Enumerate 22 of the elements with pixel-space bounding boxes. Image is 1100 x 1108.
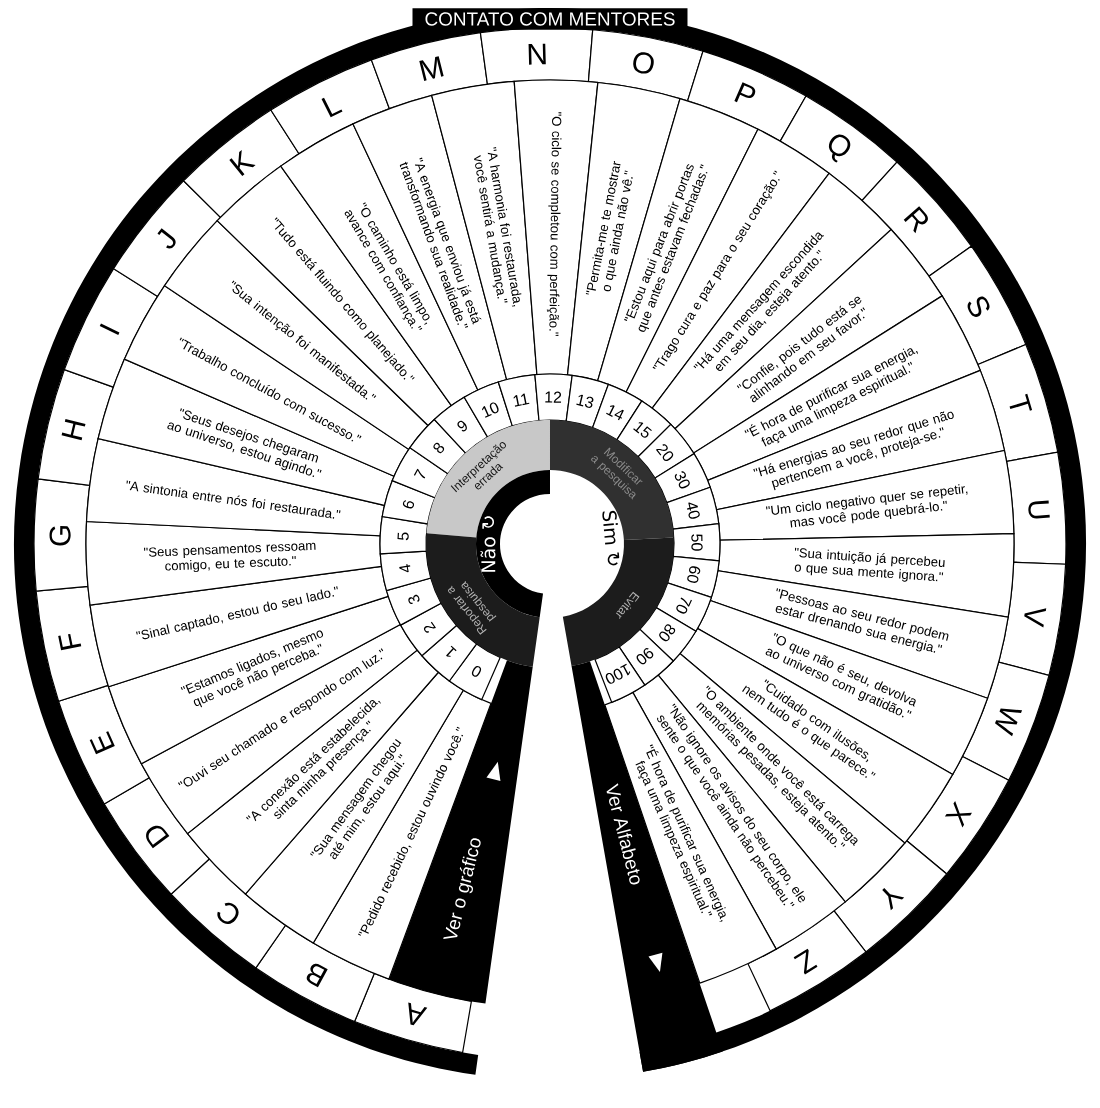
letter-cell: U xyxy=(1006,451,1067,565)
letter-cell: L xyxy=(270,59,390,155)
letter-cell: J xyxy=(113,180,222,297)
letter-cell: T xyxy=(977,343,1059,463)
letter-cell: O xyxy=(587,29,704,102)
letter-cell: V xyxy=(998,561,1067,676)
letter-cell: Q xyxy=(779,95,898,202)
letter-cell: S xyxy=(928,245,1027,366)
letter-cell: K xyxy=(182,109,300,218)
letter-cell: X xyxy=(906,755,1010,875)
letter-cell: C xyxy=(170,858,287,969)
letter-cell: Z xyxy=(747,910,867,1012)
letter-cell: E xyxy=(57,684,150,805)
letter-cell: F xyxy=(35,585,109,702)
letter-cell: H xyxy=(37,369,114,487)
letter-cell: A xyxy=(354,972,472,1054)
letter-cell: R xyxy=(861,161,972,277)
letter-cell: M xyxy=(370,32,489,110)
title-banner: CONTATO COM MENTORES xyxy=(412,8,688,30)
letter-cell: W xyxy=(961,661,1050,781)
letter-cell: P xyxy=(687,50,807,142)
letter-cell: I xyxy=(63,268,159,388)
